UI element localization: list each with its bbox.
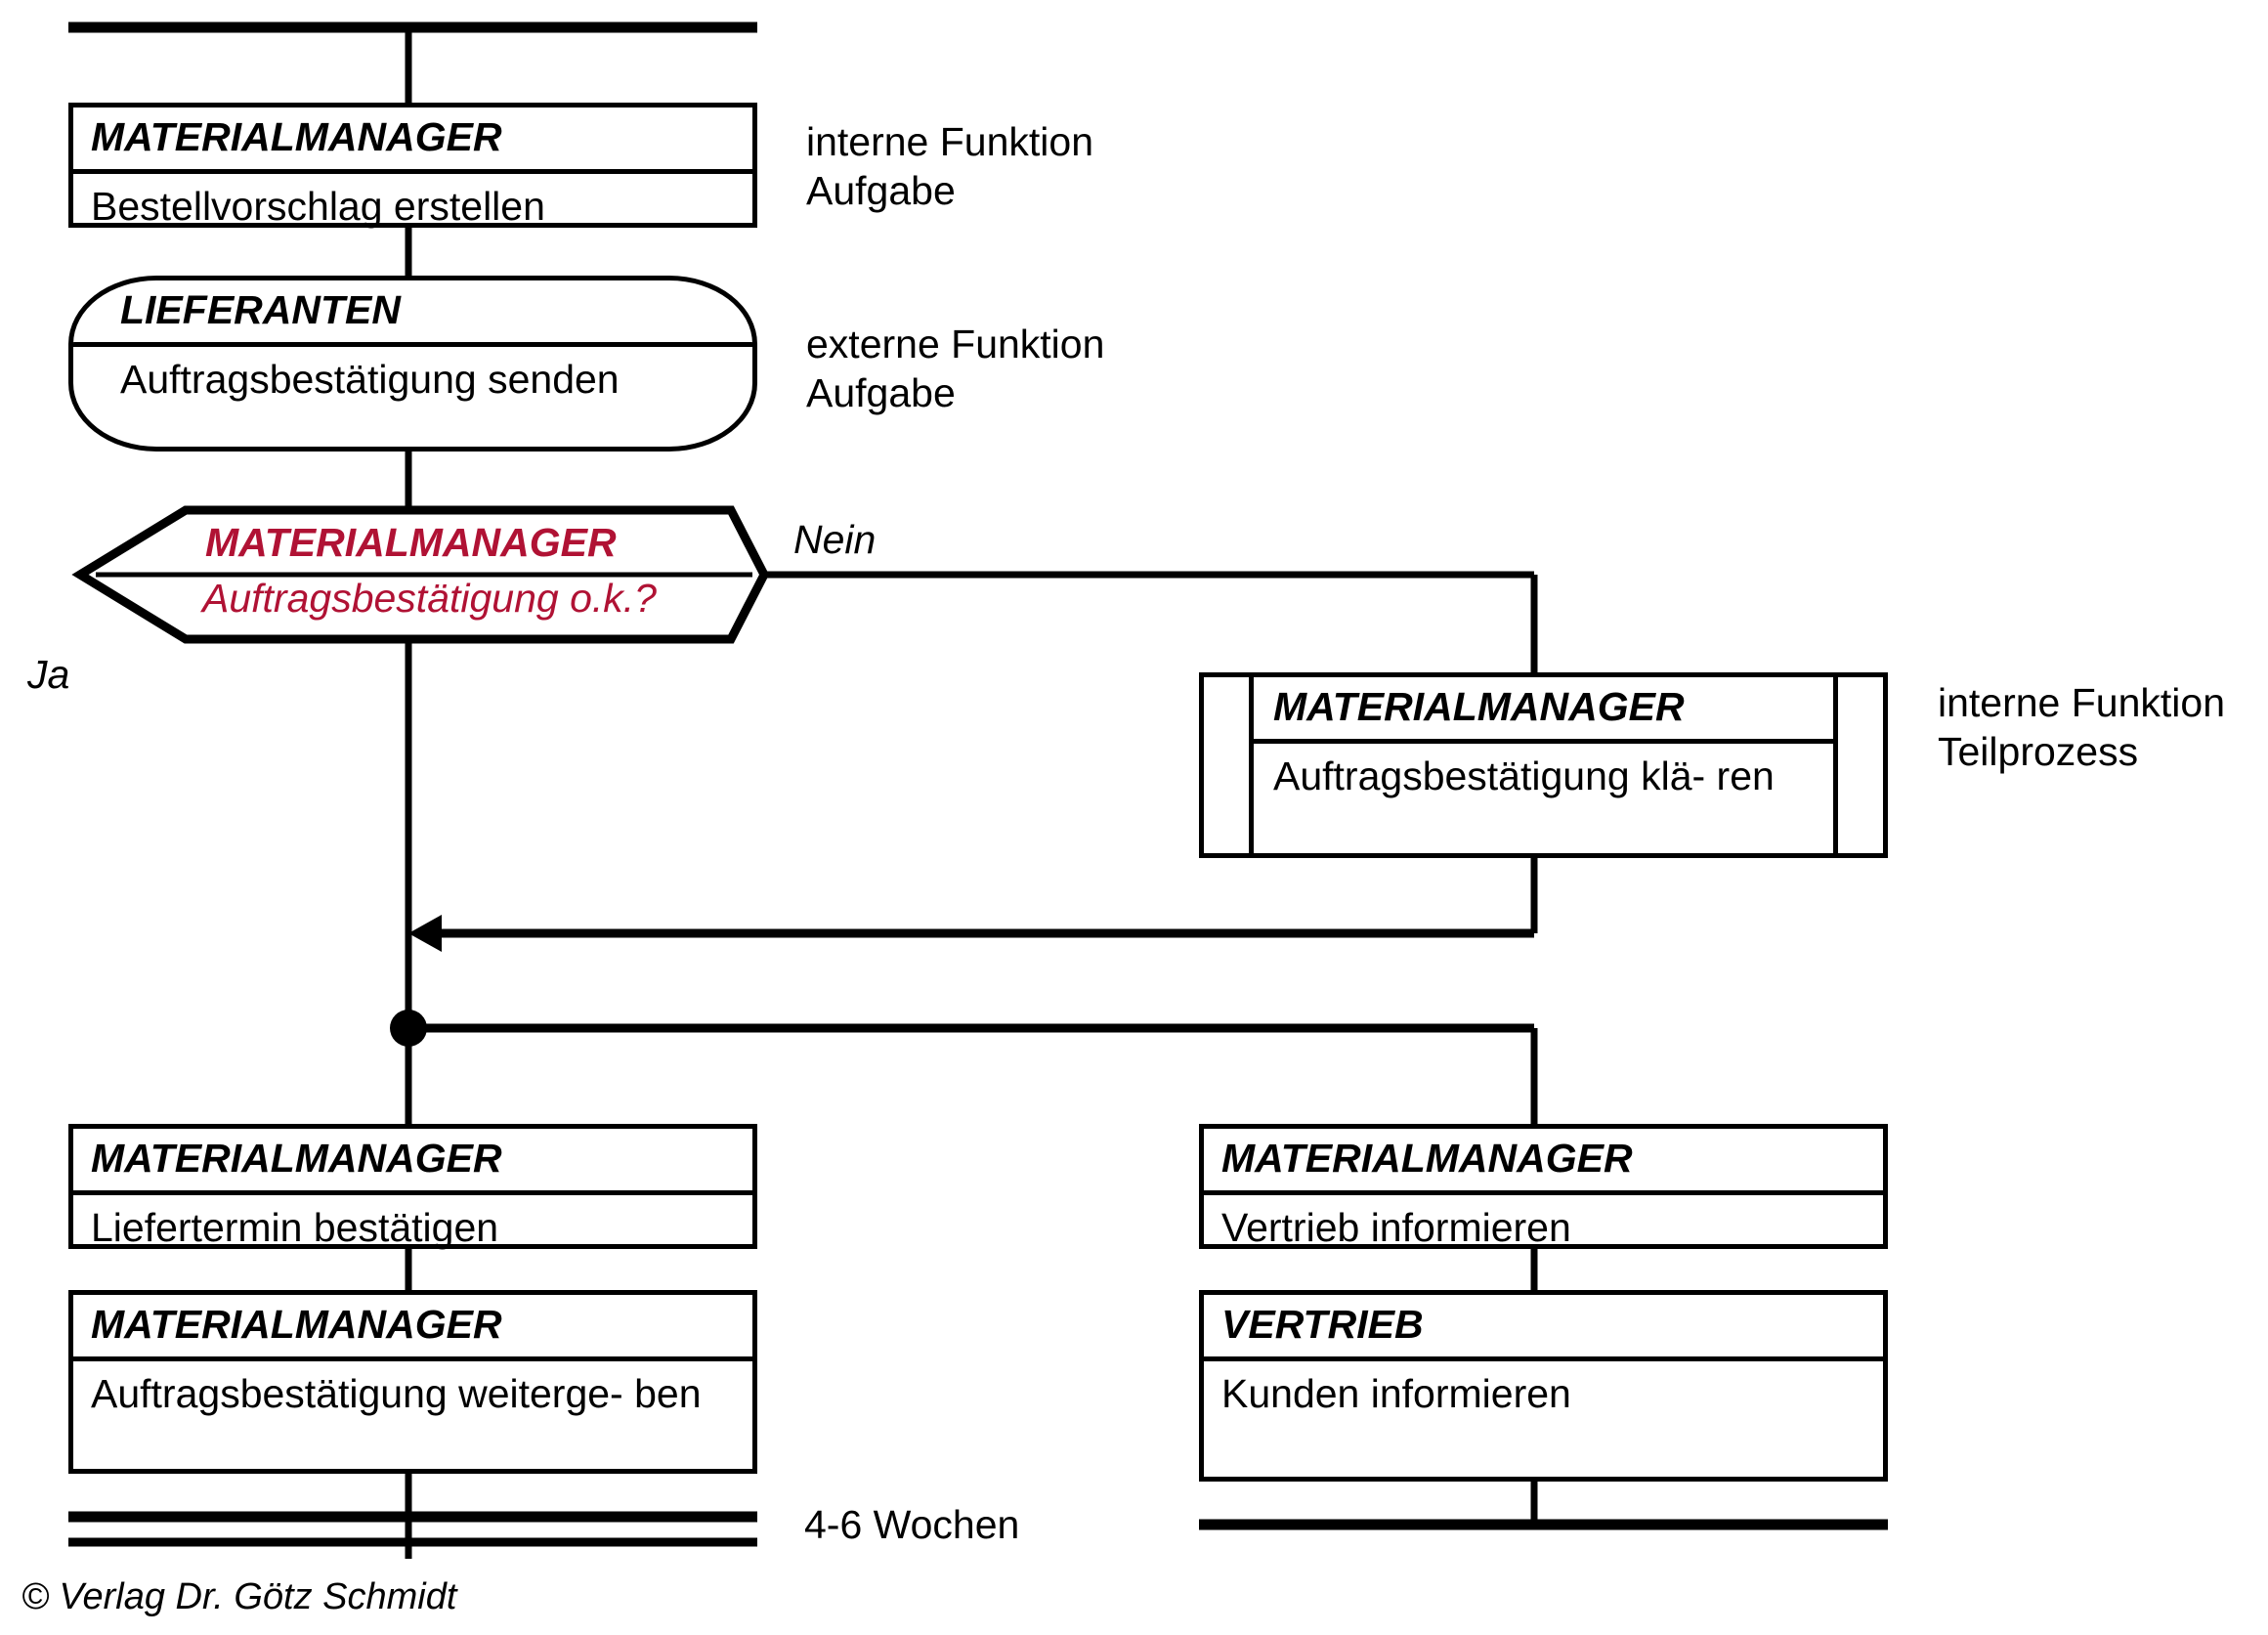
edge-label-yes: Ja [27, 652, 70, 697]
split-junction-dot [390, 1010, 427, 1047]
edge-label-duration: 4-6 Wochen [804, 1502, 1020, 1547]
node-kunden-informieren[interactable]: VERTRIEB Kunden informieren [1199, 1290, 1888, 1482]
subprocess-inner-frame: MATERIALMANAGER Auftragsbestätigung klä-… [1249, 677, 1838, 853]
node-vertrieb-informieren[interactable]: MATERIALMANAGER Vertrieb informieren [1199, 1124, 1888, 1250]
decision-task-label: Auftragsbestätigung o.k.? [202, 576, 657, 621]
node-task-label: Liefertermin bestätigen [73, 1190, 752, 1261]
node-task-label: Auftragsbestätigung senden [73, 342, 752, 412]
node-role-label: MATERIALMANAGER [1273, 684, 1685, 729]
node-role-label: VERTRIEB [1221, 1302, 1424, 1347]
node-task-label: Vertrieb informieren [1204, 1190, 1883, 1261]
copyright-notice: © Verlag Dr. Götz Schmidt [21, 1576, 457, 1617]
return-arrowhead [408, 915, 442, 952]
node-task-label: Auftragsbestätigung klä- ren [1254, 739, 1833, 809]
legend-internal-function-task: interne Funktion Aufgabe [806, 119, 1094, 214]
node-auftragsbestaetigung-senden[interactable]: LIEFERANTEN Auftragsbestätigung senden [68, 276, 757, 452]
node-role-label: MATERIALMANAGER [1221, 1136, 1633, 1181]
legend-external-function-task: externe Funktion Aufgabe [806, 322, 1105, 416]
node-auftragsbestaetigung-weitergeben[interactable]: MATERIALMANAGER Auftragsbestätigung weit… [68, 1290, 757, 1474]
node-bestellvorschlag-erstellen[interactable]: MATERIALMANAGER Bestellvorschlag erstell… [68, 103, 757, 229]
legend-internal-function-subprocess: interne Funktion Teilprozess [1938, 680, 2226, 775]
edge-label-no: Nein [793, 517, 877, 562]
node-decision-auftragsbestaetigung-ok[interactable]: MATERIALMANAGER Auftragsbestätigung o.k.… [80, 510, 764, 639]
decision-role-label: MATERIALMANAGER [205, 520, 617, 565]
node-role-label: MATERIALMANAGER [91, 1136, 502, 1181]
node-task-label: Kunden informieren [1204, 1356, 1883, 1427]
node-role-label: MATERIALMANAGER [91, 114, 502, 159]
node-task-label: Auftragsbestätigung weiterge- ben [73, 1356, 752, 1427]
node-task-label: Bestellvorschlag erstellen [73, 169, 752, 239]
node-auftragsbestaetigung-klaeren[interactable]: MATERIALMANAGER Auftragsbestätigung klä-… [1199, 672, 1888, 858]
node-role-label: MATERIALMANAGER [91, 1302, 502, 1347]
node-role-label: LIEFERANTEN [120, 287, 401, 332]
node-liefertermin-bestaetigen[interactable]: MATERIALMANAGER Liefertermin bestätigen [68, 1124, 757, 1250]
